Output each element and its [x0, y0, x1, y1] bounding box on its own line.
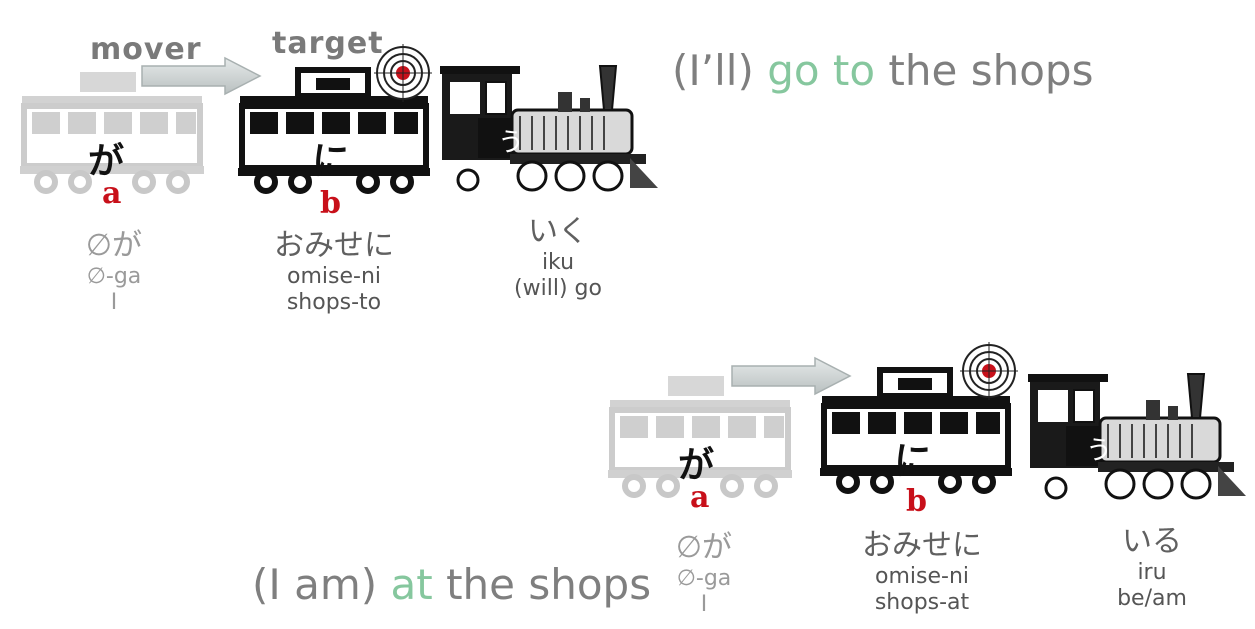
col-a-bottom-gloss: I [700, 592, 708, 617]
target-car-bottom [820, 367, 1012, 494]
sentence-top-post: the shops [875, 46, 1094, 95]
target-label: target [272, 26, 384, 61]
col-b-jp: おみせに [274, 228, 394, 263]
locomotive [440, 65, 658, 192]
mover-arrow [141, 56, 262, 96]
col-c-romaji: iku [541, 250, 575, 275]
sentence-top-pre: (I’ll) [672, 46, 768, 95]
col-c: いく iku (will) go [488, 206, 628, 302]
car-a-kana: が [88, 141, 125, 182]
col-c-bottom: いる iru be/am [1082, 516, 1222, 612]
col-b-bottom: おみせに omise-ni shops-at [842, 520, 1002, 616]
mover-car-bottom [608, 376, 792, 498]
car-b-kana: に [312, 139, 351, 183]
engine-kana-bottom: う [1086, 436, 1113, 466]
car-b-kana-bottom: に [894, 439, 933, 483]
col-c-jp: いく [528, 214, 588, 249]
col-b-romaji: omise-ni [287, 264, 381, 289]
col-c-gloss: (will) go [514, 276, 602, 301]
mover-arrow-bottom [731, 356, 852, 396]
col-a-romaji: ∅-ga [86, 264, 142, 289]
target-icon [374, 44, 432, 102]
target-car [238, 67, 430, 194]
sentence-top-highlight: go to [767, 46, 876, 95]
col-b-bottom-gloss: shops-at [874, 590, 970, 615]
col-a-gloss: I [110, 290, 118, 315]
col-b-gloss: shops-to [286, 290, 382, 315]
col-a: ∅が ∅-ga I [64, 220, 164, 316]
letter-b: b [320, 186, 341, 221]
col-b-bottom-jp: おみせに [862, 528, 982, 563]
col-a-bottom-jp: ∅が [675, 530, 733, 565]
sentence-bottom-highlight: at [390, 560, 433, 609]
col-a-bottom-romaji: ∅-ga [676, 566, 732, 591]
col-a-bottom: ∅が ∅-ga I [654, 522, 754, 618]
letter-a: a [102, 176, 122, 211]
sentence-bottom-post: the shops [432, 560, 652, 609]
engine-kana: う [498, 128, 525, 158]
sentence-top: (I’ll) go to the shops [672, 46, 1093, 95]
col-b-bottom-romaji: omise-ni [875, 564, 969, 589]
target-icon-bottom [960, 342, 1018, 400]
col-b: おみせに omise-ni shops-to [254, 220, 414, 316]
mover-car [20, 72, 204, 194]
col-c-bottom-jp: いる [1122, 524, 1182, 559]
col-c-bottom-romaji: iru [1137, 560, 1167, 585]
mover-label: mover [90, 32, 202, 67]
letter-b-bottom: b [906, 484, 927, 519]
col-a-jp: ∅が [85, 228, 143, 263]
locomotive-bottom [1028, 373, 1246, 500]
sentence-bottom: (I am) at the shops [252, 560, 651, 609]
col-c-bottom-gloss: be/am [1117, 586, 1187, 611]
sentence-bottom-pre: (I am) [252, 560, 391, 609]
car-a-kana-bottom: が [678, 445, 715, 486]
letter-a-bottom: a [690, 480, 710, 515]
